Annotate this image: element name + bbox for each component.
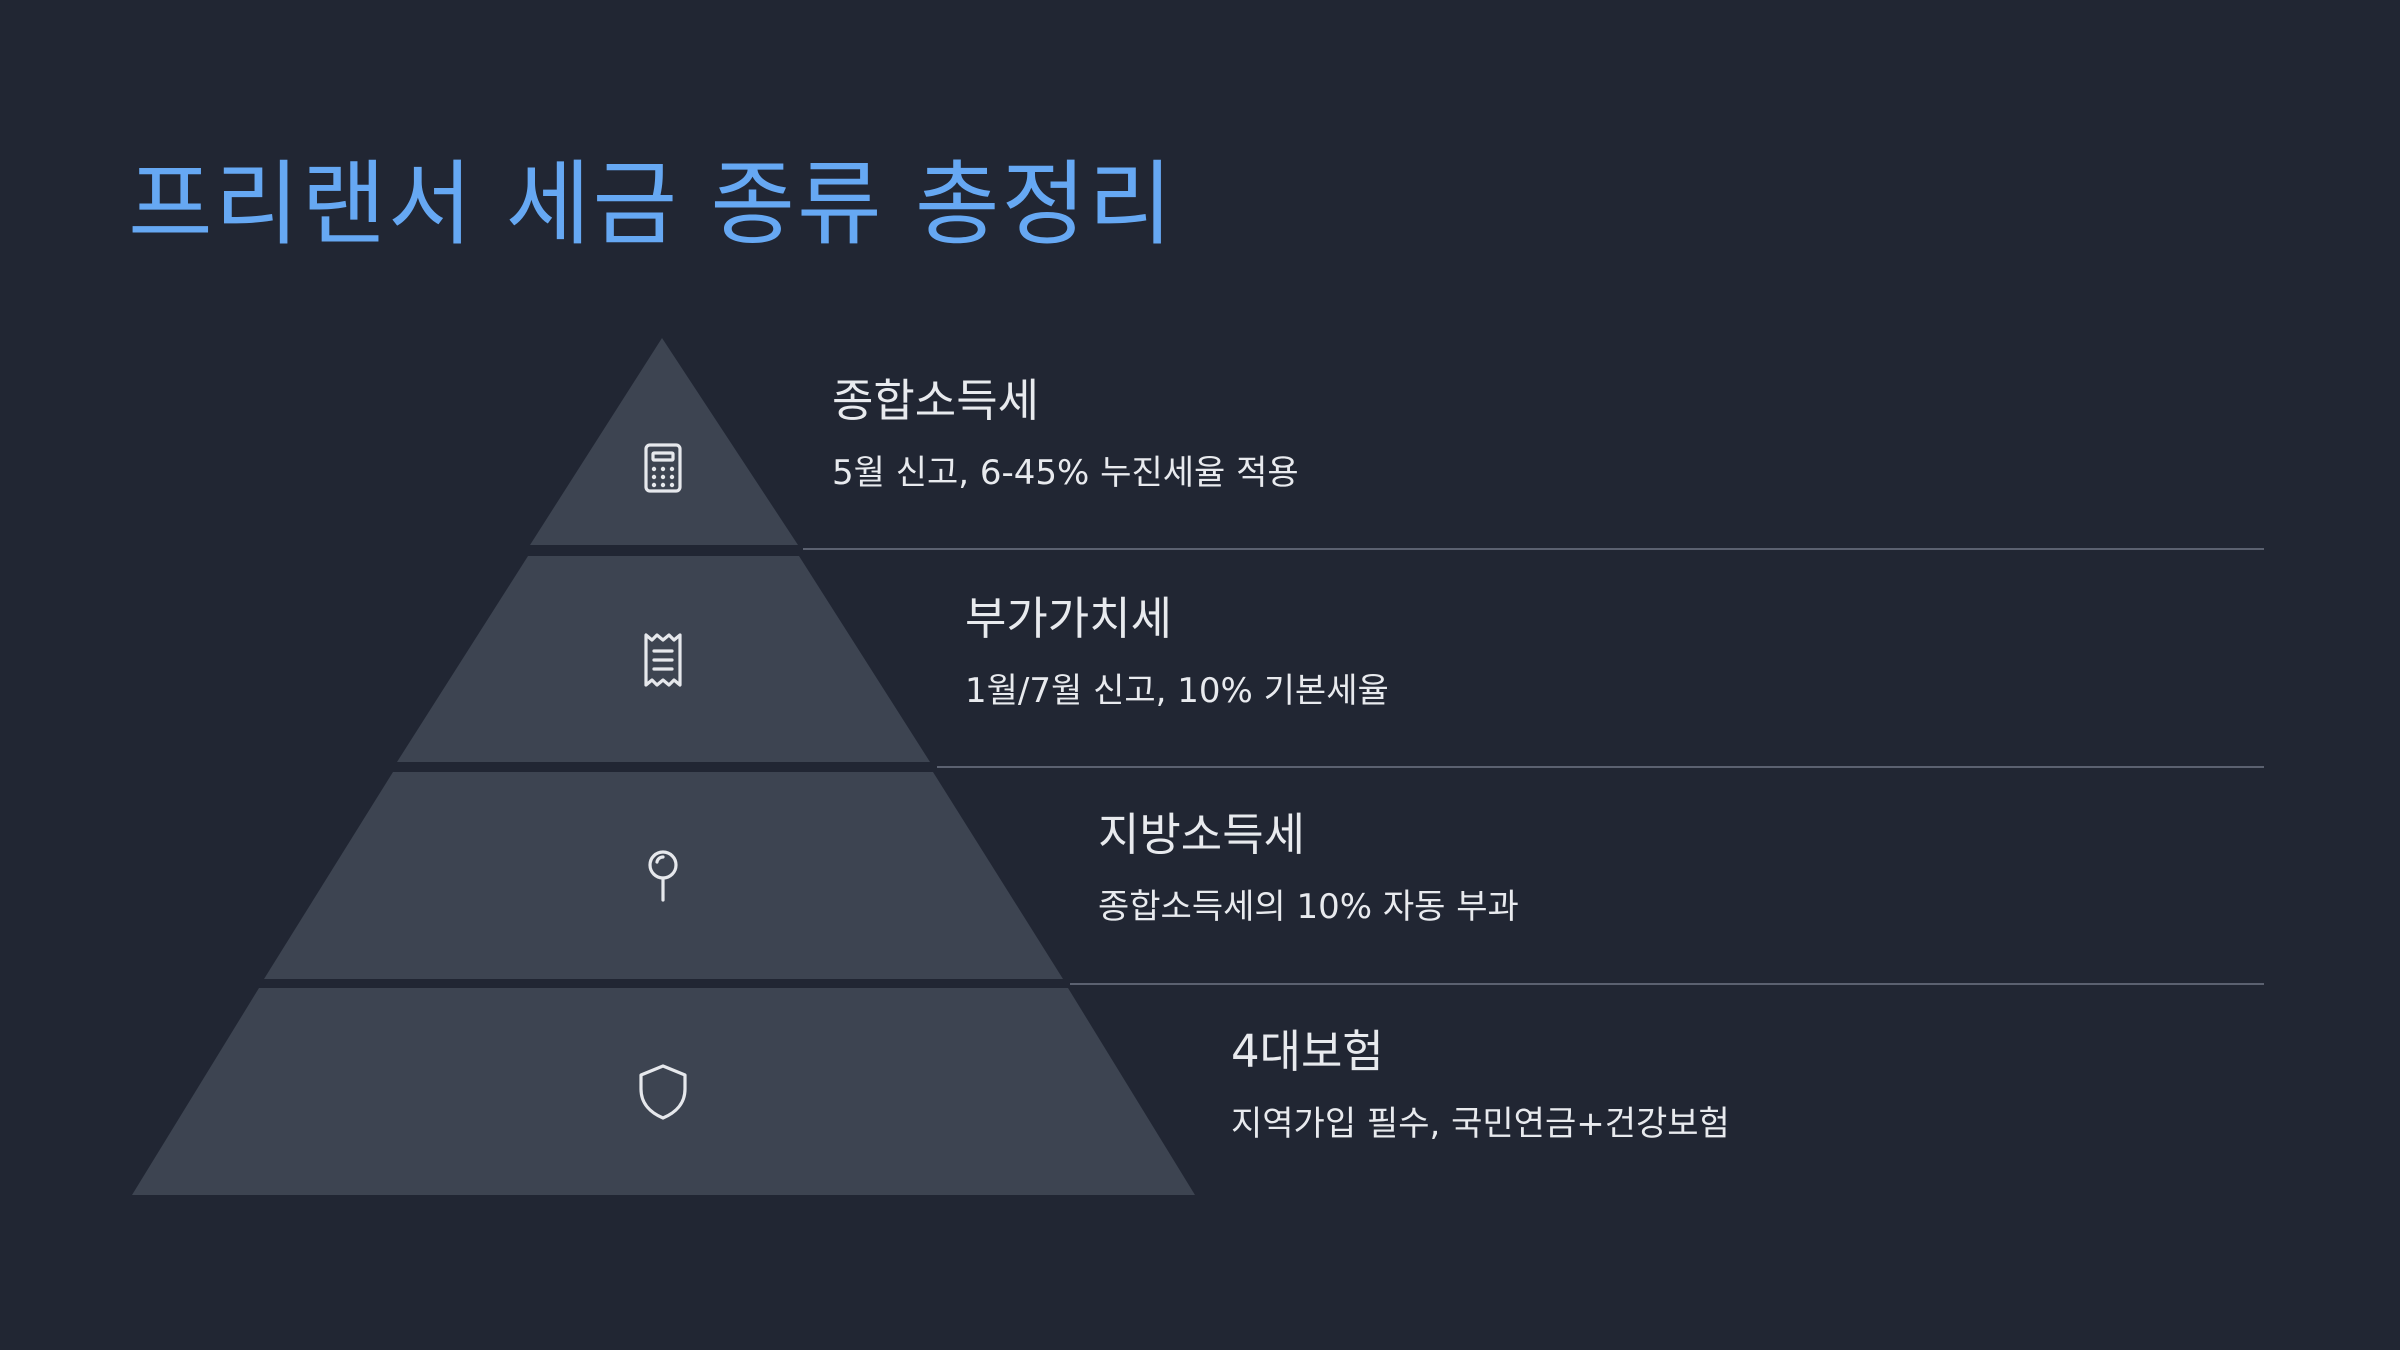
shield-icon — [639, 1064, 687, 1120]
tier-3-name: 지방소득세 — [1098, 808, 1306, 861]
tier-4-name: 4대보험 — [1231, 1025, 1384, 1078]
pyramid-tier-1 — [530, 338, 798, 545]
tier-4-text: 4대보험 지역가입 필수, 국민연금+건강보험 — [1231, 1024, 1730, 1146]
page-title: 프리랜서 세금 종류 총정리 — [128, 151, 1175, 258]
map-pin-icon — [648, 850, 678, 902]
tier-2-text: 부가가치세 1월/7월 신고, 10% 기본세율 — [965, 591, 1389, 713]
tier-3-description: 종합소득세의 10% 자동 부과 — [1098, 887, 1519, 927]
calculator-icon — [644, 443, 682, 493]
tier-3-text: 지방소득세 종합소득세의 10% 자동 부과 — [1098, 807, 1519, 929]
tier-2-description: 1월/7월 신고, 10% 기본세율 — [965, 671, 1389, 711]
pyramid-tier-4 — [132, 988, 1195, 1195]
pyramid-tier-3 — [264, 772, 1063, 979]
tier-1-name: 종합소득세 — [832, 374, 1040, 427]
tier-1-description: 5월 신고, 6-45% 누진세율 적용 — [832, 453, 1299, 493]
receipt-icon — [644, 633, 682, 687]
tier-1-text: 종합소득세 5월 신고, 6-45% 누진세율 적용 — [832, 373, 1299, 495]
tier-4-description: 지역가입 필수, 국민연금+건강보험 — [1231, 1104, 1730, 1144]
tier-2-name: 부가가치세 — [965, 592, 1173, 645]
